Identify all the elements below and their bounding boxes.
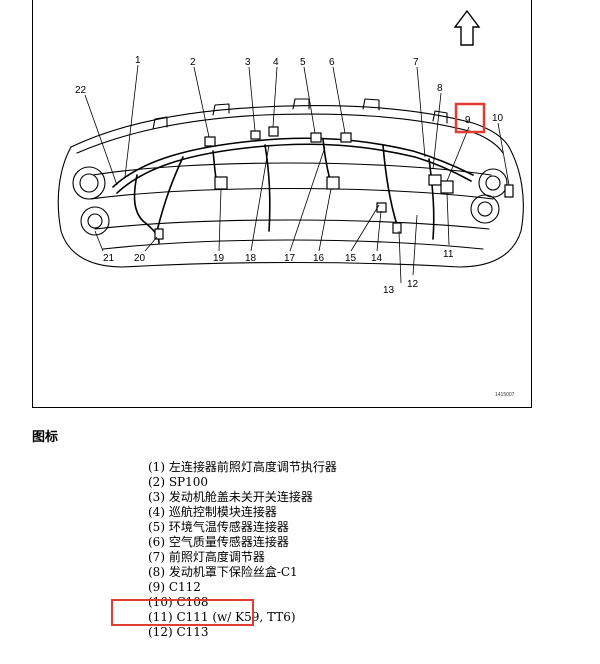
callout-9: 9 (465, 115, 471, 126)
figure-id: 1415007 (495, 392, 515, 398)
bumper-outline (57, 98, 524, 268)
callout-labels: 1 2 3 4 5 6 7 8 9 10 11 12 13 14 15 16 1… (75, 55, 504, 296)
legend-item: (2) SP100 (148, 475, 209, 489)
legend-item-highlighted: (9) C112 (148, 580, 201, 594)
legend-item: (8) 发动机罩下保险丝盒-C1 (148, 565, 298, 579)
legend-item: (5) 环境气温传感器连接器 (148, 520, 289, 534)
callout-19: 19 (213, 253, 225, 264)
legend-item: (4) 巡航控制模块连接器 (148, 505, 277, 519)
callout-8: 8 (437, 83, 443, 94)
callout-13: 13 (383, 285, 395, 296)
legend-item: (11) C111 (w/ K59, TT6) (148, 610, 296, 624)
callout-21: 21 (103, 253, 115, 264)
legend-list: (1) 左连接器前照灯高度调节执行器 (2) SP100 (3) 发动机舱盖未关… (148, 460, 337, 640)
legend-item: (3) 发动机舱盖未关开关连接器 (148, 490, 313, 504)
callout-10: 10 (492, 113, 504, 124)
legend-item: (10) C108 (148, 595, 209, 609)
callout-9-highlight (454, 102, 486, 134)
callout-1: 1 (135, 55, 141, 66)
callout-7: 7 (413, 57, 419, 68)
callout-12: 12 (407, 279, 419, 290)
callout-20: 20 (134, 253, 146, 264)
callout-5: 5 (300, 57, 306, 68)
leader-lines (84, 64, 510, 284)
legend-item: (12) C113 (148, 625, 209, 639)
legend-item: (7) 前照灯高度调节器 (148, 550, 265, 564)
callout-16: 16 (313, 253, 325, 264)
legend-item: (1) 左连接器前照灯高度调节执行器 (148, 460, 337, 474)
legend-heading: 图标 (32, 430, 59, 445)
callout-2: 2 (190, 57, 196, 68)
legend-item: (6) 空气质量传感器连接器 (148, 535, 289, 549)
legend-item-9-highlight (111, 599, 254, 626)
callout-4: 4 (273, 57, 279, 68)
harness-wires (112, 137, 474, 244)
wiring-harness-figure: 1 2 3 4 5 6 7 8 9 10 11 12 13 14 15 16 1… (32, 0, 532, 408)
callout-11: 11 (443, 249, 454, 260)
callout-22: 22 (75, 85, 87, 96)
callout-18: 18 (245, 253, 257, 264)
callout-6: 6 (329, 57, 335, 68)
callout-17: 17 (284, 253, 296, 264)
callout-15: 15 (345, 253, 357, 264)
harness-drawing: 1 2 3 4 5 6 7 8 9 10 11 12 13 14 15 16 1… (57, 9, 524, 398)
callout-3: 3 (245, 57, 251, 68)
connectors (154, 126, 514, 240)
callout-14: 14 (371, 253, 383, 264)
up-arrow-icon (453, 9, 481, 46)
